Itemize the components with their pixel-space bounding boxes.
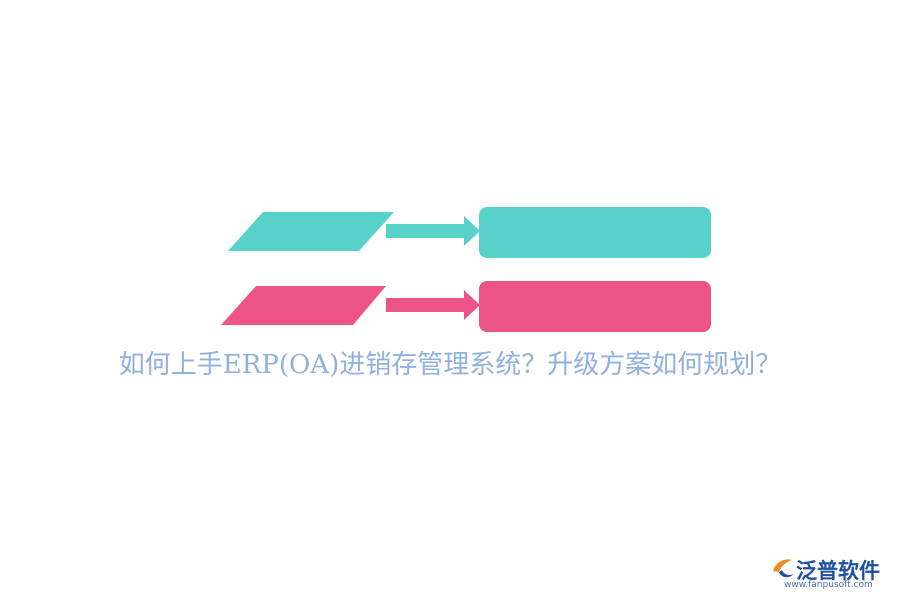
arrow-shaft-2	[386, 298, 466, 312]
brand-url: www.fanpusoft.com	[784, 580, 873, 590]
arrow-head-1	[464, 216, 480, 246]
fanpu-logo-icon	[773, 559, 794, 578]
arrow-shaft-1	[386, 224, 466, 238]
output-box-2	[479, 281, 711, 332]
output-box-1	[479, 207, 711, 258]
brand-watermark: 泛普软件 www.fanpusoft.com	[770, 555, 895, 595]
input-parallelogram-2	[221, 286, 386, 325]
arrow-head-2	[464, 290, 480, 320]
flow-diagram	[221, 207, 711, 332]
input-parallelogram-1	[228, 212, 394, 251]
page-title: 如何上手ERP(OA)进销存管理系统？升级方案如何规划？	[118, 350, 782, 380]
brand-name: 泛普软件	[796, 559, 880, 583]
